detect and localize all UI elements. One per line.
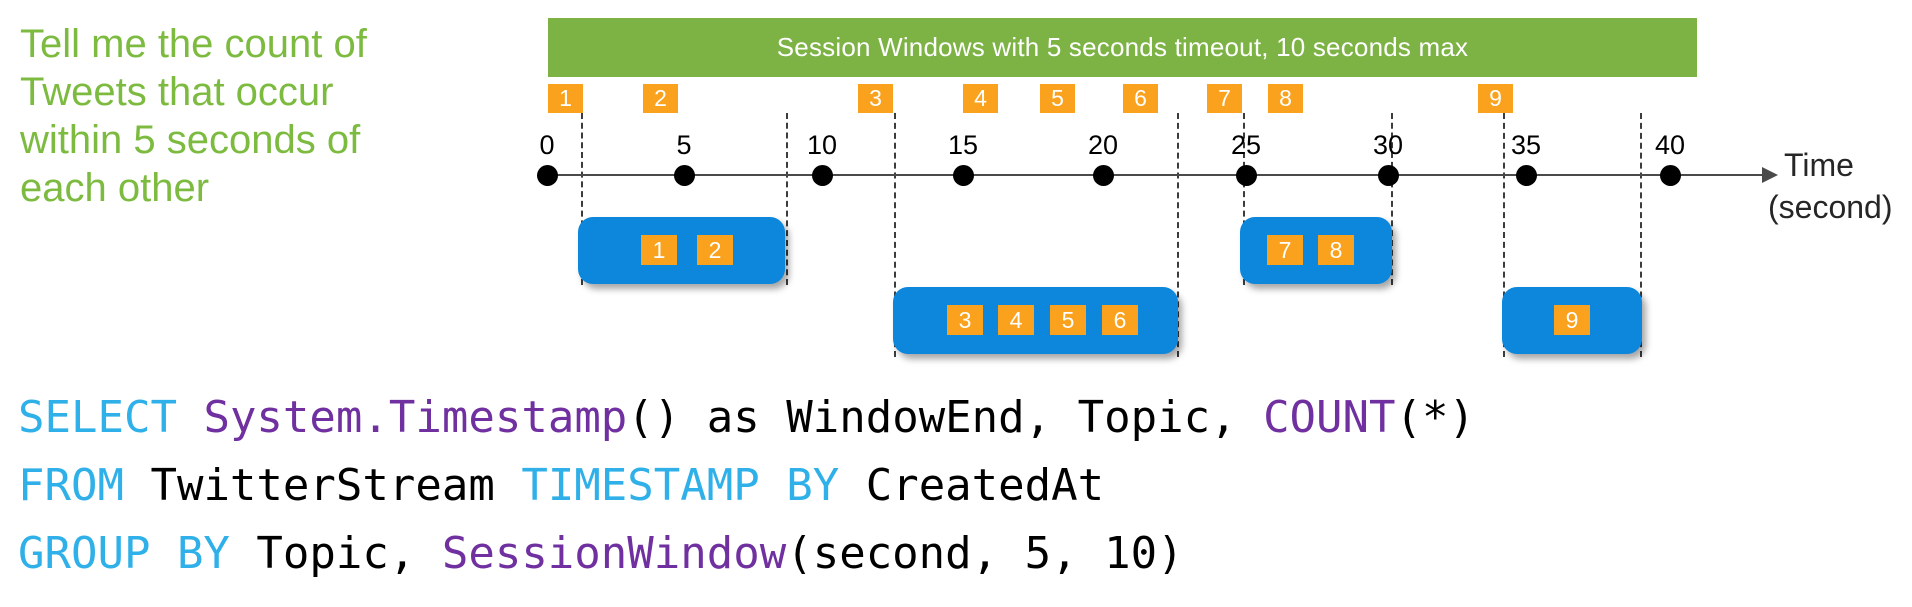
session-window-banner: Session Windows with 5 seconds timeout, … bbox=[548, 18, 1697, 77]
tick-label: 0 bbox=[539, 130, 555, 160]
tick-label: 20 bbox=[1087, 130, 1119, 160]
timeline-dot bbox=[1093, 165, 1114, 186]
window-boundary-line bbox=[1503, 113, 1505, 357]
sql-code-line: SELECT System.Timestamp() as WindowEnd, … bbox=[18, 384, 1475, 452]
session-event-marker: 7 bbox=[1267, 235, 1303, 265]
sql-token-plain: () as WindowEnd, Topic, bbox=[627, 392, 1264, 443]
event-marker: 3 bbox=[858, 84, 893, 113]
sql-query: SELECT System.Timestamp() as WindowEnd, … bbox=[18, 384, 1475, 588]
tick-label: 35 bbox=[1510, 130, 1542, 160]
session-event-marker: 3 bbox=[947, 305, 983, 335]
event-marker: 8 bbox=[1268, 84, 1303, 113]
sql-token-keyword: FROM bbox=[18, 460, 124, 511]
tick-label: 15 bbox=[947, 130, 979, 160]
time-axis-label-line: (second) bbox=[1768, 189, 1893, 225]
tick-label: 25 bbox=[1230, 130, 1262, 160]
sql-token-keyword: TIMESTAMP BY bbox=[521, 460, 840, 511]
window-boundary-line bbox=[1391, 113, 1393, 285]
banner-label: Session Windows with 5 seconds timeout, … bbox=[776, 32, 1469, 62]
sql-token-plain: CreatedAt bbox=[839, 460, 1105, 511]
session-event-marker: 8 bbox=[1318, 235, 1354, 265]
sql-token-plain: (*) bbox=[1395, 392, 1475, 443]
session-event-marker: 5 bbox=[1050, 305, 1086, 335]
sql-token-plain: (second, 5, 10) bbox=[786, 528, 1184, 579]
timeline-dot bbox=[812, 165, 833, 186]
time-axis-label-line: Time bbox=[1784, 147, 1854, 183]
tick-label: 40 bbox=[1654, 130, 1686, 160]
tick-label: 10 bbox=[806, 130, 838, 160]
session-window: 9 bbox=[1502, 287, 1642, 354]
query-description-line: each other bbox=[20, 166, 210, 210]
session-event-marker: 2 bbox=[697, 235, 733, 265]
query-description-line: Tell me the count of bbox=[20, 22, 367, 66]
window-boundary-line bbox=[1640, 113, 1642, 357]
session-event-marker: 6 bbox=[1102, 305, 1138, 335]
query-description-line: Tweets that occur bbox=[20, 70, 334, 114]
timeline-dot bbox=[1660, 165, 1681, 186]
time-axis-arrowhead-icon bbox=[1762, 167, 1778, 183]
sql-token-function: COUNT bbox=[1263, 392, 1396, 443]
window-boundary-line bbox=[1177, 113, 1179, 357]
sql-token-plain bbox=[177, 392, 204, 443]
timeline-dot bbox=[1236, 165, 1257, 186]
time-axis-label: Time (second) bbox=[1768, 144, 1893, 228]
window-boundary-line bbox=[1243, 113, 1245, 285]
tick-label: 5 bbox=[676, 130, 692, 160]
sql-token-plain: Topic, bbox=[229, 528, 442, 579]
query-description-line: within 5 seconds of bbox=[20, 118, 361, 162]
query-description: Tell me the count of Tweets that occur w… bbox=[20, 20, 490, 212]
session-event-marker: 9 bbox=[1554, 305, 1590, 335]
timeline-dot bbox=[953, 165, 974, 186]
event-marker: 9 bbox=[1478, 84, 1513, 113]
event-marker: 2 bbox=[643, 84, 678, 113]
event-marker: 5 bbox=[1040, 84, 1075, 113]
event-marker: 4 bbox=[963, 84, 998, 113]
session-event-marker: 1 bbox=[641, 235, 677, 265]
timeline-dot bbox=[1516, 165, 1537, 186]
timeline-dot bbox=[1378, 165, 1399, 186]
event-marker: 6 bbox=[1123, 84, 1158, 113]
window-boundary-line bbox=[894, 113, 896, 357]
event-marker: 1 bbox=[548, 84, 583, 113]
window-boundary-line bbox=[581, 113, 583, 285]
window-boundary-line bbox=[786, 113, 788, 285]
sql-code-line: FROM TwitterStream TIMESTAMP BY CreatedA… bbox=[18, 452, 1475, 520]
sql-code-line: GROUP BY Topic, SessionWindow(second, 5,… bbox=[18, 520, 1475, 588]
sql-token-function: System.Timestamp bbox=[203, 392, 628, 443]
time-axis-line bbox=[543, 174, 1762, 176]
tick-label: 30 bbox=[1372, 130, 1404, 160]
event-marker: 7 bbox=[1207, 84, 1242, 113]
sql-token-plain: TwitterStream bbox=[123, 460, 522, 511]
sql-token-function: SessionWindow bbox=[441, 528, 787, 579]
sql-token-keyword: SELECT bbox=[18, 392, 177, 443]
timeline-dot bbox=[537, 165, 558, 186]
timeline-dot bbox=[674, 165, 695, 186]
sql-token-keyword: GROUP BY bbox=[18, 528, 230, 579]
session-event-marker: 4 bbox=[998, 305, 1034, 335]
